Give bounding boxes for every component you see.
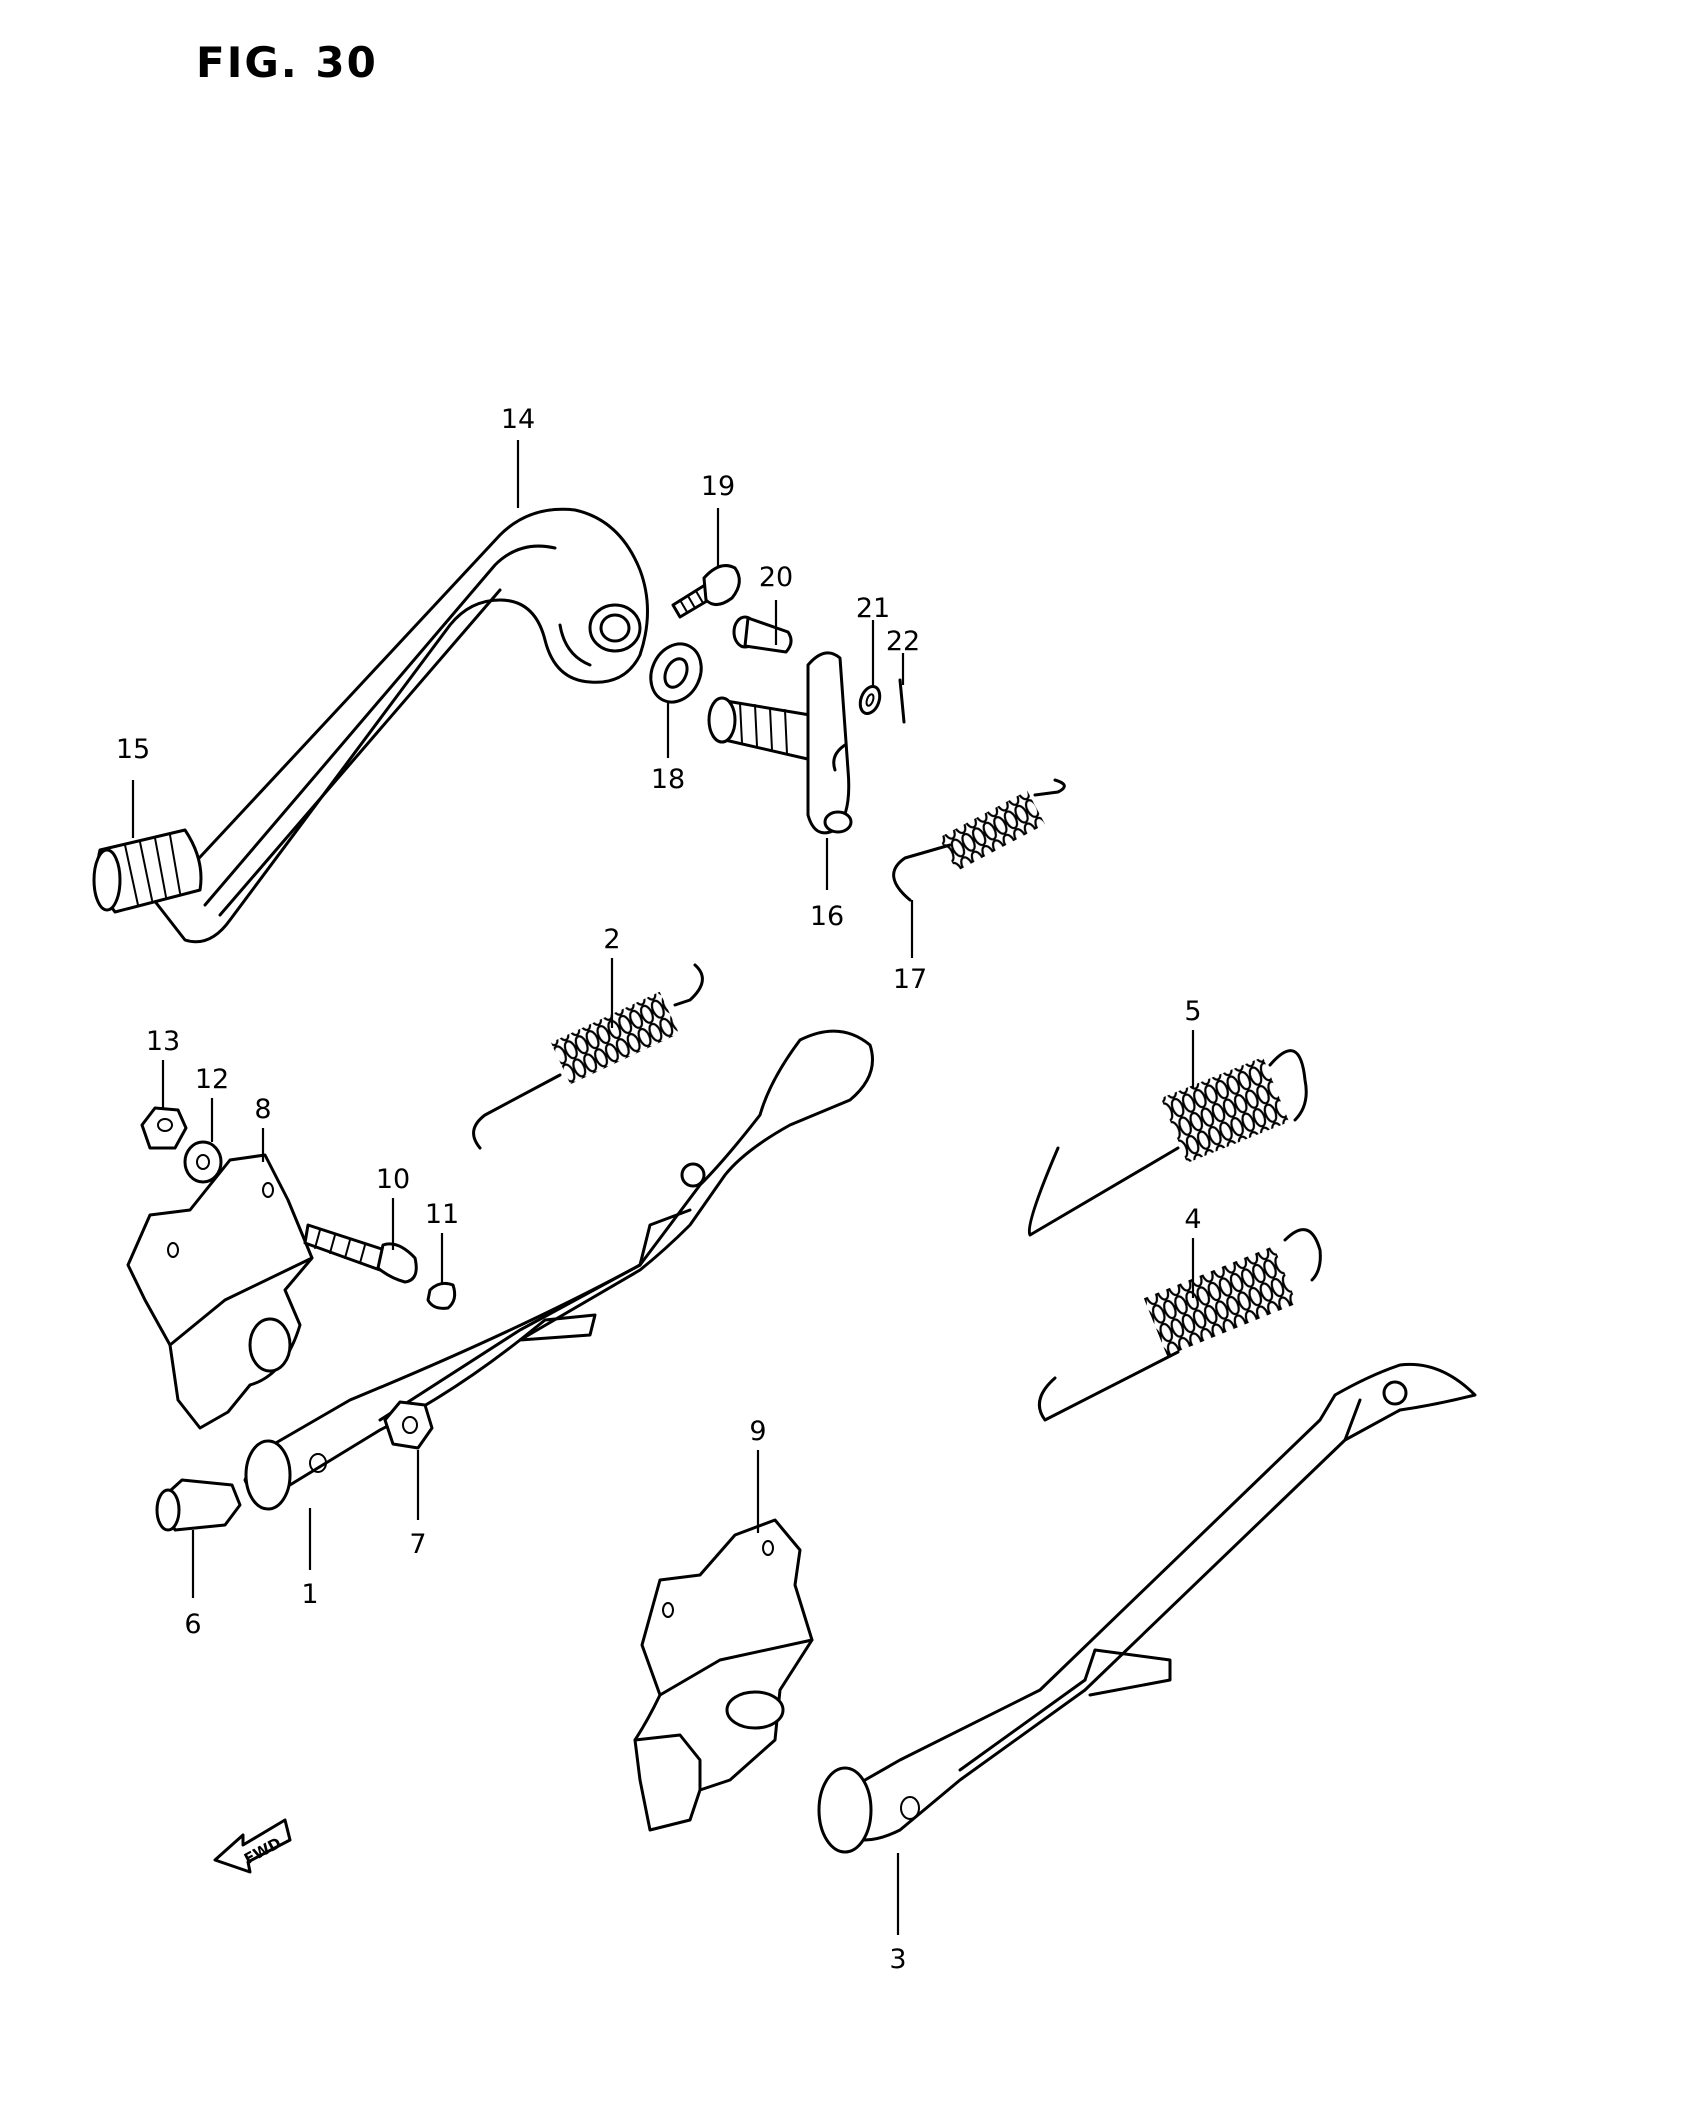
pivot-bolt-6	[155, 1478, 242, 1532]
callout-22: 22	[886, 626, 920, 657]
cotter-pin-22	[898, 678, 906, 724]
callout-21: 21	[856, 593, 890, 624]
bracket-9	[633, 1518, 814, 1832]
callout-labels: 14 19 20 21 22 15 18 16 17 2 5 13 12 8 1…	[116, 404, 1202, 1975]
washer-12	[183, 1140, 223, 1184]
callout-13: 13	[146, 1026, 180, 1057]
cap-11	[426, 1281, 457, 1310]
spring-17	[892, 778, 1066, 902]
callout-2: 2	[603, 924, 620, 955]
side-stand-3	[817, 1362, 1477, 1854]
washer-18	[649, 642, 703, 704]
callout-18: 18	[651, 764, 685, 795]
spring-5	[1027, 1049, 1308, 1237]
spring-2	[472, 963, 704, 1150]
callout-9: 9	[749, 1416, 766, 1447]
callout-7: 7	[409, 1529, 426, 1560]
callout-10: 10	[376, 1164, 410, 1195]
callout-11: 11	[425, 1199, 459, 1230]
pin-20	[732, 615, 793, 654]
callout-12: 12	[195, 1064, 229, 1095]
brake-pedal-arm	[148, 507, 649, 944]
callout-8: 8	[254, 1094, 271, 1125]
spring-4	[1037, 1228, 1322, 1422]
nut-7	[383, 1400, 434, 1450]
shaft-lever-16	[707, 651, 853, 835]
pedal-rubber	[92, 828, 203, 914]
fwd-arrow-icon: FWD	[213, 1818, 292, 1874]
callout-6: 6	[184, 1609, 201, 1640]
callout-15: 15	[116, 734, 150, 765]
leader-lines	[131, 440, 1195, 1935]
washer-21	[858, 684, 882, 716]
bolt-19	[671, 564, 741, 619]
bolt-10	[303, 1223, 418, 1284]
nut-13	[140, 1106, 188, 1150]
side-stand-1	[243, 1029, 874, 1511]
callout-16: 16	[810, 901, 844, 932]
callout-3: 3	[889, 1944, 906, 1975]
callout-19: 19	[701, 471, 735, 502]
callout-14: 14	[501, 404, 535, 435]
bracket-8	[126, 1153, 314, 1430]
callout-20: 20	[759, 562, 793, 593]
callout-17: 17	[893, 964, 927, 995]
figure-title: FIG. 30	[196, 38, 378, 87]
callout-5: 5	[1184, 996, 1201, 1027]
callout-4: 4	[1184, 1204, 1201, 1235]
callout-1: 1	[301, 1579, 318, 1610]
